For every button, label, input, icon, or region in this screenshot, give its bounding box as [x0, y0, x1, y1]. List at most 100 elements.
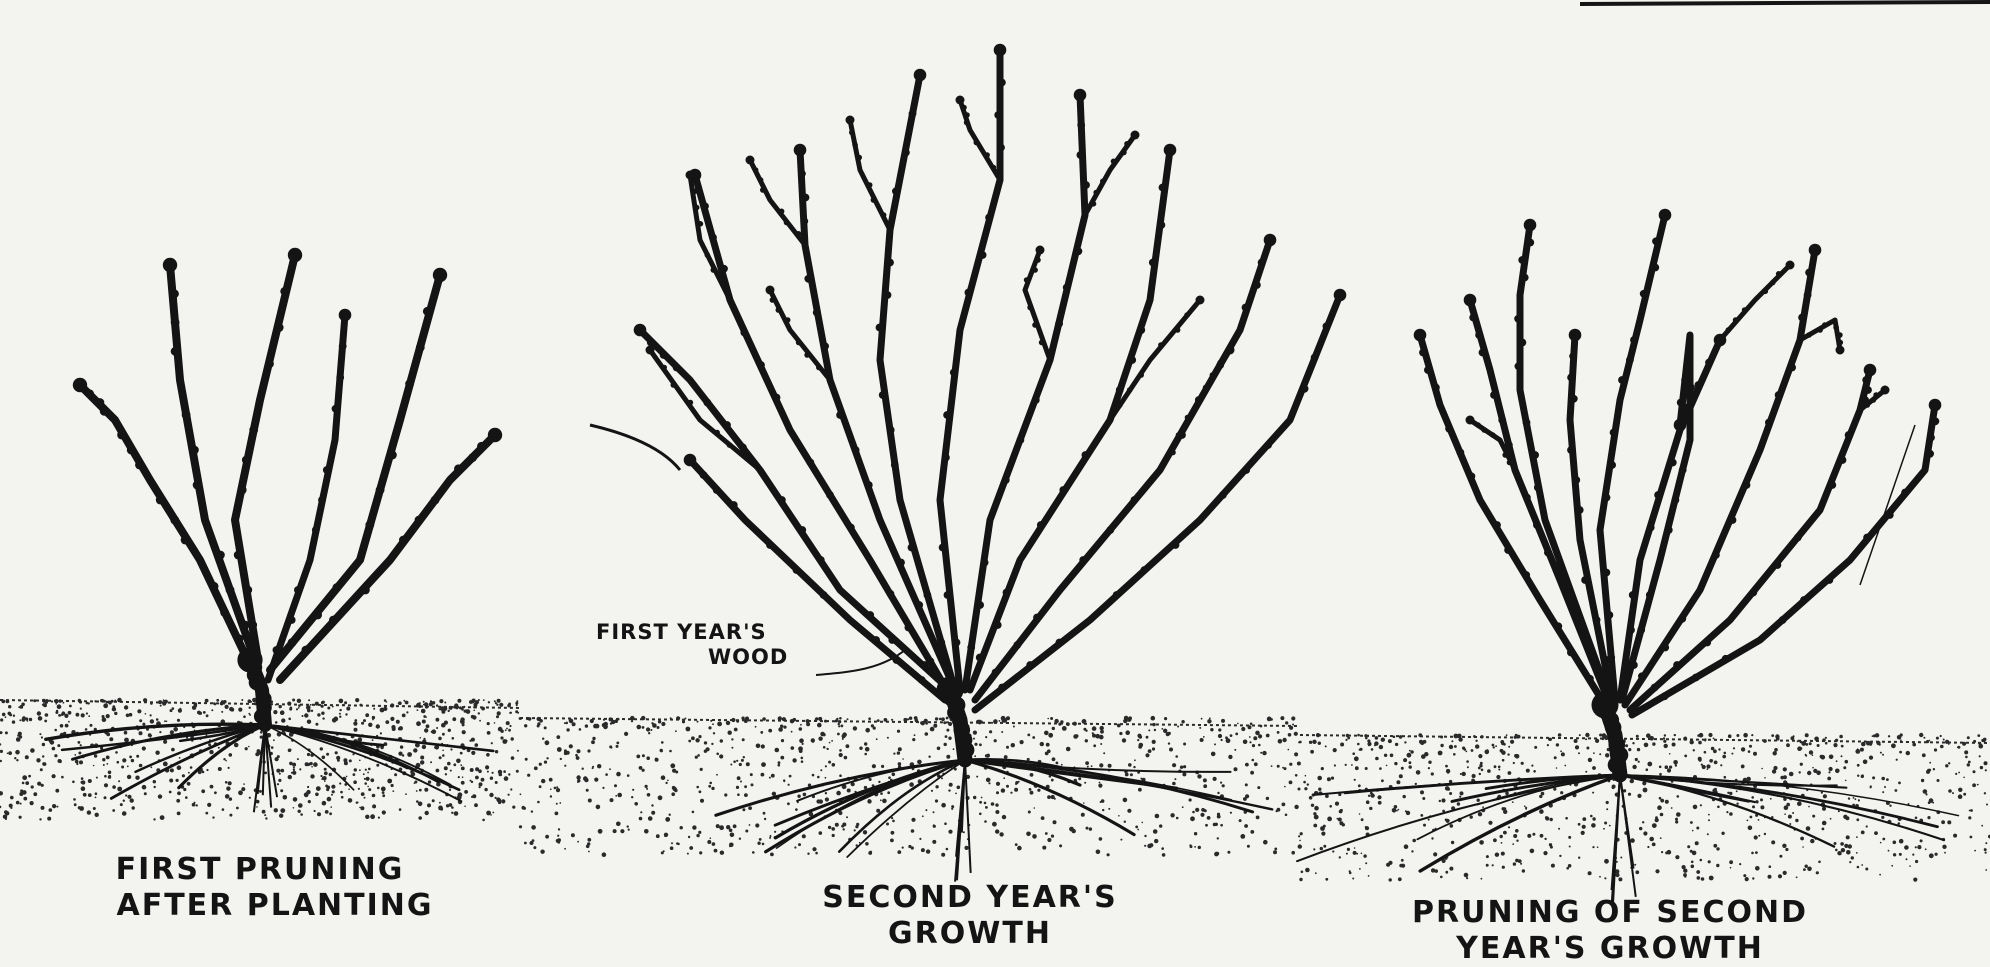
bud — [1475, 331, 1483, 339]
soil-speck — [1748, 750, 1751, 753]
caption-first-pruning: FIRST PRUNING AFTER PLANTING — [40, 852, 480, 924]
soil-speck — [1398, 877, 1402, 881]
soil-speck — [752, 851, 755, 854]
bud — [820, 591, 828, 599]
soil-speck — [22, 775, 27, 780]
soil-speck — [953, 748, 955, 750]
soil-speck — [1359, 749, 1361, 751]
bud — [1581, 576, 1589, 584]
soil-speck — [1183, 765, 1186, 768]
soil-speck — [1784, 813, 1786, 815]
bud — [1603, 569, 1611, 577]
soil-speck — [1879, 874, 1881, 876]
soil-speck — [572, 722, 576, 726]
branch — [965, 95, 1085, 690]
bud — [1726, 327, 1732, 333]
soil-speck — [1803, 868, 1806, 871]
soil-speck — [1028, 811, 1031, 814]
soil-speck — [1480, 735, 1483, 738]
soil-speck — [1423, 824, 1426, 827]
bud — [1138, 372, 1144, 378]
soil-speck — [418, 816, 422, 820]
soil-speck — [5, 716, 7, 718]
soil-speck — [122, 758, 126, 762]
soil-speck — [453, 763, 456, 766]
soil-speck — [719, 754, 723, 758]
bud — [1570, 395, 1578, 403]
soil-speck — [1217, 837, 1219, 839]
soil-speck — [591, 740, 595, 744]
soil-speck — [926, 849, 930, 853]
soil-speck — [1845, 760, 1849, 764]
soil-speck — [1381, 738, 1385, 742]
soil-speck — [1835, 739, 1838, 742]
soil-speck — [450, 770, 452, 772]
soil-speck — [976, 776, 978, 778]
bud — [280, 287, 289, 296]
soil-speck — [684, 718, 686, 720]
soil-speck — [479, 720, 481, 722]
bud — [1572, 476, 1580, 484]
soil-speck — [104, 783, 108, 787]
bud — [976, 601, 984, 609]
soil-speck — [288, 775, 292, 779]
soil-speck — [1440, 744, 1443, 747]
soil-speck — [831, 827, 835, 831]
bud — [1311, 354, 1319, 362]
soil-speck — [429, 702, 433, 706]
bud — [776, 307, 782, 313]
soil-speck — [1180, 766, 1183, 769]
soil-speck — [1604, 859, 1609, 864]
soil-speck — [1096, 850, 1101, 855]
soil-speck — [1958, 794, 1963, 799]
bud — [1032, 396, 1040, 404]
bud — [852, 142, 858, 148]
soil-speck — [315, 793, 319, 797]
soil-speck — [1984, 792, 1986, 794]
soil-speck — [81, 786, 86, 791]
soil-speck — [1932, 802, 1934, 804]
soil-speck — [1138, 745, 1142, 749]
soil-speck — [1152, 740, 1156, 744]
soil-speck — [790, 719, 794, 723]
soil-speck — [1549, 843, 1552, 846]
soil-speck — [1258, 734, 1262, 738]
soil-speck — [1935, 853, 1938, 856]
soil-speck — [1729, 812, 1733, 816]
soil-speck — [248, 746, 250, 748]
bud — [1610, 429, 1618, 437]
soil-speck — [364, 778, 366, 780]
soil-speck — [307, 753, 310, 756]
soil-speck — [417, 709, 419, 711]
callout-line-1: FIRST YEAR'S — [596, 620, 788, 645]
soil-speck — [611, 747, 613, 749]
soil-speck — [1288, 749, 1290, 751]
soil-speck — [1093, 744, 1096, 747]
soil-speck — [761, 744, 765, 748]
soil-speck — [792, 758, 796, 762]
soil-speck — [1948, 743, 1950, 745]
soil-speck — [1985, 769, 1987, 771]
soil-speck — [1457, 734, 1462, 739]
soil-speck — [438, 806, 443, 811]
soil-speck — [973, 796, 976, 799]
soil-speck — [847, 789, 851, 793]
soil-speck — [1359, 813, 1361, 815]
soil-speck — [1013, 726, 1015, 728]
soil-speck — [935, 799, 938, 802]
soil-speck — [1964, 750, 1968, 754]
soil-speck — [1784, 805, 1789, 810]
soil-speck — [1403, 758, 1407, 762]
soil-speck — [1084, 782, 1086, 784]
soil-speck — [150, 714, 152, 716]
bud — [1082, 451, 1090, 459]
soil-speck — [1304, 787, 1307, 790]
bud — [865, 481, 873, 489]
soil-speck — [331, 785, 335, 789]
soil-speck — [865, 747, 870, 752]
bud — [1481, 427, 1487, 433]
soil-speck — [428, 780, 431, 783]
soil-speck — [495, 750, 498, 753]
soil-speck — [1754, 835, 1758, 839]
soil-speck — [1599, 876, 1601, 878]
